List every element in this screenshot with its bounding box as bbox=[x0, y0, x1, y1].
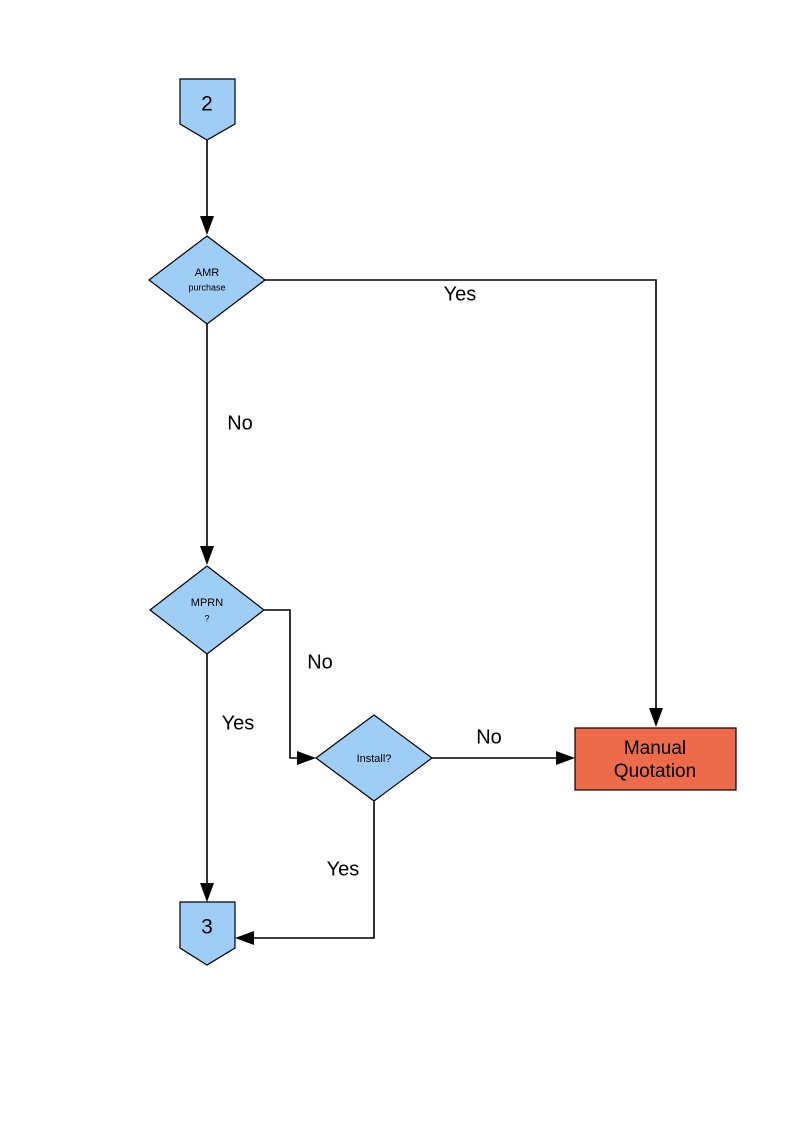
edge-mprn-no: No bbox=[264, 609, 333, 765]
edge-line bbox=[264, 609, 307, 759]
node-label-install: Install? bbox=[357, 753, 392, 765]
edge-install-no: No bbox=[432, 726, 575, 765]
node-label-mprn-line2: ? bbox=[204, 613, 209, 623]
edge-label-mprn-no: No bbox=[307, 651, 333, 673]
decision-diamond-shape bbox=[148, 235, 266, 325]
node-label-amr-line1: AMR bbox=[195, 267, 220, 279]
edge-mprn-yes: Yes bbox=[200, 654, 254, 902]
edge-amr-no: No bbox=[200, 324, 253, 565]
node-label-manual-quotation-line1: Manual bbox=[624, 738, 686, 759]
node-amr-decision[interactable]: AMR purchase bbox=[148, 235, 266, 325]
arrowhead-icon bbox=[200, 216, 214, 235]
edge-line bbox=[265, 279, 657, 718]
edge-start-to-amr bbox=[200, 140, 214, 235]
node-label-connector-in: 2 bbox=[201, 93, 213, 116]
edge-label-install-no: No bbox=[476, 726, 502, 748]
arrowhead-icon bbox=[649, 708, 663, 727]
edge-label-mprn-yes: Yes bbox=[222, 712, 255, 734]
edge-line bbox=[244, 801, 375, 939]
node-connector-out[interactable]: 3 bbox=[179, 901, 236, 966]
edge-label-install-yes: Yes bbox=[327, 858, 360, 880]
arrowhead-icon bbox=[235, 931, 254, 945]
node-mprn-decision[interactable]: MPRN ? bbox=[149, 565, 265, 655]
node-label-manual-quotation-line2: Quotation bbox=[614, 761, 696, 782]
edge-install-yes: Yes bbox=[235, 801, 375, 945]
decision-diamond-shape bbox=[149, 565, 265, 655]
pentagon-connector-shape bbox=[179, 901, 236, 966]
edge-amr-yes: Yes bbox=[265, 279, 663, 727]
arrowhead-icon bbox=[200, 883, 214, 902]
node-label-connector-out: 3 bbox=[201, 916, 213, 939]
node-label-amr-line2: purchase bbox=[188, 282, 225, 292]
node-label-mprn-line1: MPRN bbox=[191, 597, 223, 609]
process-box-shape bbox=[574, 727, 737, 791]
node-install-decision[interactable]: Install? bbox=[314, 714, 434, 802]
node-connector-in[interactable]: 2 bbox=[179, 78, 236, 141]
decision-diamond-shape bbox=[314, 714, 434, 802]
arrowhead-icon bbox=[556, 751, 575, 765]
pentagon-connector-shape bbox=[179, 78, 236, 141]
edge-label-amr-yes: Yes bbox=[444, 283, 477, 305]
arrowhead-icon bbox=[200, 546, 214, 565]
arrowhead-icon bbox=[297, 751, 316, 765]
edge-label-amr-no: No bbox=[227, 412, 253, 434]
node-manual-quotation[interactable]: Manual Quotation bbox=[574, 727, 737, 791]
